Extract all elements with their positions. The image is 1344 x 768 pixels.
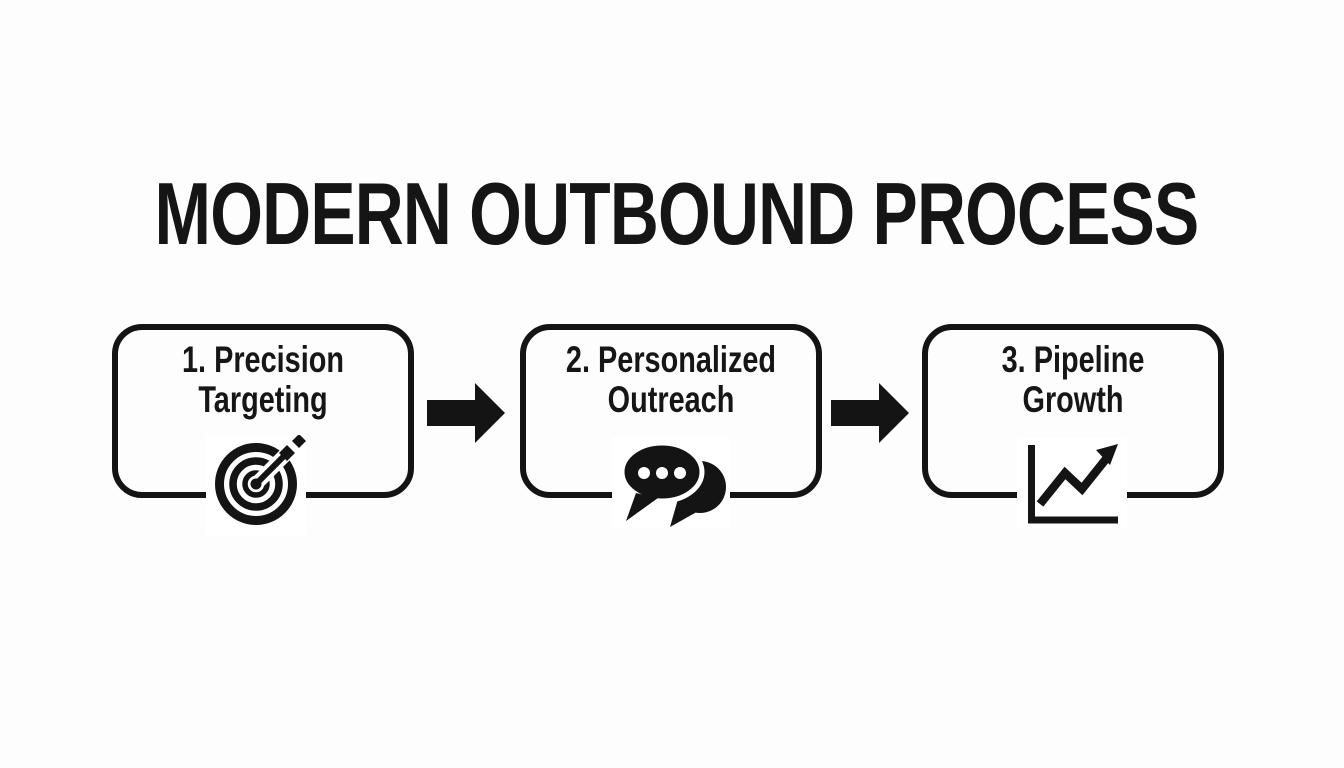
step-label-line1: 1. Precision <box>181 339 345 380</box>
step-label-line2: Growth <box>1022 379 1124 420</box>
page-title: MODERN OUTBOUND PROCESS <box>154 164 1200 263</box>
step-label-line1: 3. Pipeline <box>1001 339 1145 380</box>
arrow-right-icon <box>831 383 909 443</box>
step-label: 2. Personalized Outreach <box>558 340 784 420</box>
chat-bubbles-icon <box>612 437 730 529</box>
step-label-line2: Outreach <box>607 379 735 420</box>
target-icon <box>206 435 306 535</box>
arrow-right-icon <box>427 383 505 443</box>
step-label-line1: 2. Personalized <box>565 339 777 380</box>
step-label-line2: Targeting <box>198 379 328 420</box>
step-box-precision-targeting: 1. Precision Targeting <box>112 324 414 535</box>
step-label: 1. Precision Targeting <box>150 340 376 420</box>
step-label: 3. Pipeline Growth <box>960 340 1186 420</box>
step-box-personalized-outreach: 2. Personalized Outreach <box>520 324 822 529</box>
step-box-pipeline-growth: 3. Pipeline Growth <box>922 324 1224 528</box>
growth-chart-icon <box>1017 438 1127 528</box>
